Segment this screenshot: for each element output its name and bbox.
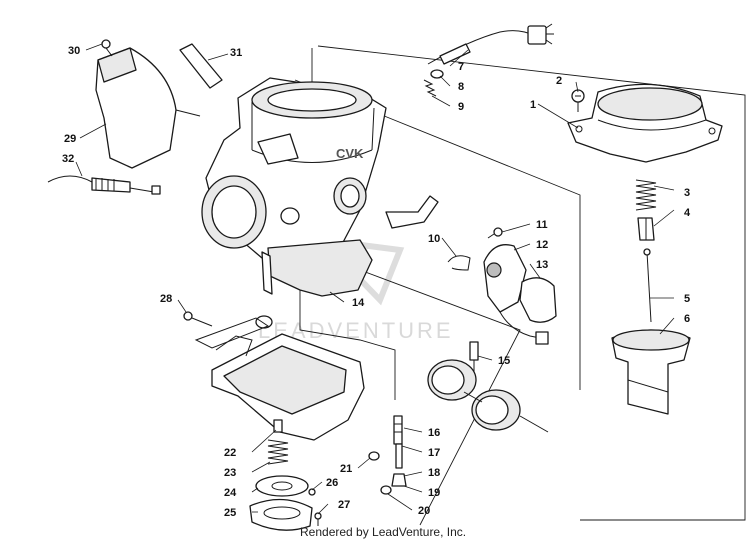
leader-lines xyxy=(75,43,675,515)
callout-9[interactable]: 9 xyxy=(458,101,464,113)
jet-needle[interactable] xyxy=(643,248,652,323)
vent-hose[interactable] xyxy=(179,43,223,89)
callout-32[interactable]: 32 xyxy=(62,153,74,165)
drain-screw[interactable] xyxy=(273,419,283,433)
callout-1[interactable]: 1 xyxy=(530,99,536,111)
callout-27[interactable]: 27 xyxy=(338,499,350,511)
svg-text:CVK: CVK xyxy=(336,146,364,161)
piston-slide[interactable] xyxy=(611,329,691,415)
vacuum-spring[interactable] xyxy=(635,179,657,211)
pump-cover[interactable] xyxy=(249,498,313,531)
callout-20[interactable]: 20 xyxy=(418,505,430,517)
choke-cable[interactable] xyxy=(47,175,161,195)
float-bowl[interactable] xyxy=(194,315,365,441)
air-cover[interactable] xyxy=(95,47,201,169)
main-jet[interactable] xyxy=(391,473,407,487)
callout-15[interactable]: 15 xyxy=(498,355,510,367)
callout-17[interactable]: 17 xyxy=(428,447,440,459)
callout-31[interactable]: 31 xyxy=(230,47,242,59)
diaphragm-spring[interactable] xyxy=(267,439,289,465)
callout-7[interactable]: 7 xyxy=(458,61,464,73)
plug-screw[interactable] xyxy=(368,451,380,461)
callout-6[interactable]: 6 xyxy=(684,313,690,325)
callout-25[interactable]: 25 xyxy=(224,507,236,519)
assembly-guide-lines xyxy=(294,45,746,526)
callout-8[interactable]: 8 xyxy=(458,81,464,93)
callout-14[interactable]: 14 xyxy=(352,297,365,309)
callout-19[interactable]: 19 xyxy=(428,487,440,499)
needle-retainer[interactable] xyxy=(637,217,655,241)
cover-bolt[interactable] xyxy=(101,39,113,57)
callout-10[interactable]: 10 xyxy=(428,233,440,245)
callout-22[interactable]: 22 xyxy=(224,447,236,459)
callout-30[interactable]: 30 xyxy=(68,45,80,57)
bowl-screw[interactable] xyxy=(183,311,213,327)
cover-screw[interactable] xyxy=(571,89,585,112)
callout-4[interactable]: 4 xyxy=(684,207,691,219)
callout-3[interactable]: 3 xyxy=(684,187,690,199)
pump-diaphragm[interactable] xyxy=(255,475,309,497)
position-sensor[interactable] xyxy=(483,244,549,345)
callout-18[interactable]: 18 xyxy=(428,467,440,479)
callout-28[interactable]: 28 xyxy=(160,293,172,305)
sensor-cover[interactable] xyxy=(519,277,557,323)
callout-13[interactable]: 13 xyxy=(536,259,548,271)
callout-5[interactable]: 5 xyxy=(684,293,690,305)
callout-labels: 1 2 3 4 5 6 7 8 9 10 11 12 13 14 15 16 1… xyxy=(62,45,691,519)
callout-21[interactable]: 21 xyxy=(340,463,352,475)
callout-16[interactable]: 16 xyxy=(428,427,440,439)
callout-23[interactable]: 23 xyxy=(224,467,236,479)
sensor-screw[interactable] xyxy=(487,227,503,239)
pump-screw-a[interactable] xyxy=(308,488,316,496)
callout-12[interactable]: 12 xyxy=(536,239,548,251)
callout-2[interactable]: 2 xyxy=(556,75,562,87)
float-assembly[interactable] xyxy=(427,359,549,433)
small-spring[interactable] xyxy=(423,79,437,97)
callout-26[interactable]: 26 xyxy=(326,477,338,489)
footer-credit: Rendered by LeadVenture, Inc. xyxy=(300,525,466,539)
callout-29[interactable]: 29 xyxy=(64,133,76,145)
top-cover[interactable] xyxy=(567,83,723,163)
throttle-sensor-cable[interactable] xyxy=(427,23,554,65)
jet-holder[interactable] xyxy=(380,485,392,495)
pump-screw-b[interactable] xyxy=(314,512,322,526)
needle-jet[interactable] xyxy=(393,415,403,469)
retaining-clip[interactable] xyxy=(447,255,471,271)
callout-24[interactable]: 24 xyxy=(224,487,237,499)
callout-11[interactable]: 11 xyxy=(536,219,548,231)
carburetor-body[interactable]: CVK xyxy=(201,77,439,297)
